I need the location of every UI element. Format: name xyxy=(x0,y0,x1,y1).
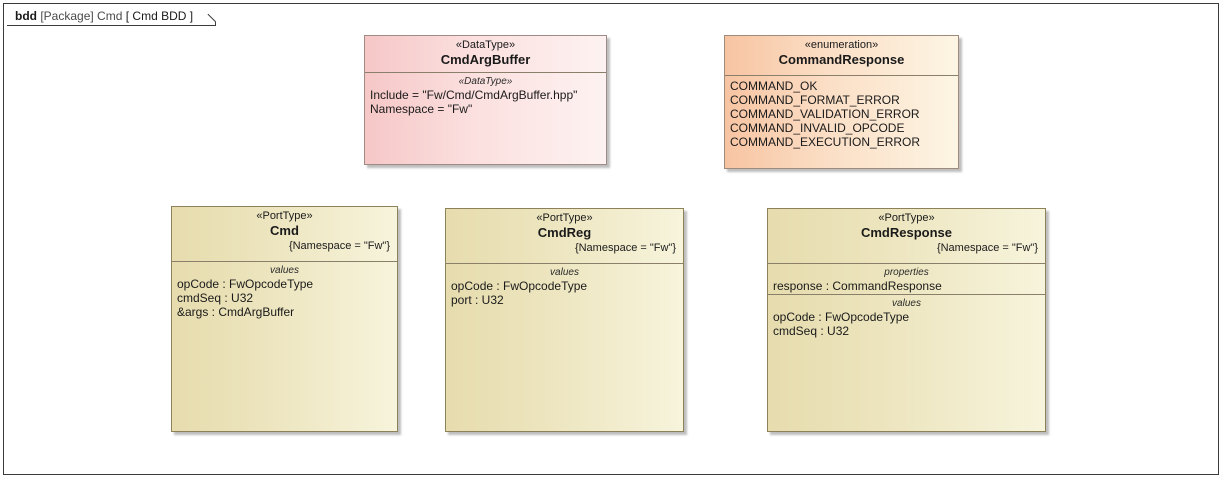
enum-literal-row: COMMAND_INVALID_OPCODE xyxy=(730,121,905,135)
feature-row: Namespace = "Fw" xyxy=(370,102,473,116)
section-label: values xyxy=(892,298,921,309)
block-header-cmdreg: «PortType» CmdReg {Namespace = "Fw"} xyxy=(446,209,683,263)
diagram-frame: bdd [Package] Cmd [ Cmd BDD ] «DataType»… xyxy=(3,3,1219,475)
block-body-cmdargbuffer: «DataType» Include = "Fw/Cmd/CmdArgBuffe… xyxy=(365,72,606,164)
feature-row: cmdSeq : U32 xyxy=(177,291,254,305)
block-cmdargbuffer[interactable]: «DataType» CmdArgBuffer «DataType» Inclu… xyxy=(364,35,607,165)
block-properties-cmdresponse: properties response : CommandResponse xyxy=(768,263,1045,294)
block-name-label: CmdReg xyxy=(537,225,592,240)
feature-row: &args : CmdArgBuffer xyxy=(177,305,295,319)
section-label: «DataType» xyxy=(458,76,513,87)
block-values-cmdreg: values opCode : FwOpcodeType port : U32 xyxy=(446,263,683,431)
block-header-cmdresponse: «PortType» CmdResponse {Namespace = "Fw"… xyxy=(768,209,1045,263)
diagram-frame-label: bdd [Package] Cmd [ Cmd BDD ] xyxy=(7,7,217,26)
block-cmdreg[interactable]: «PortType» CmdReg {Namespace = "Fw"} val… xyxy=(445,208,684,432)
feature-row: port : U32 xyxy=(451,293,504,307)
enum-literal-row: COMMAND_EXECUTION_ERROR xyxy=(730,135,921,149)
section-label: properties xyxy=(884,267,929,278)
block-name-label: CmdArgBuffer xyxy=(440,52,531,67)
block-header-commandresponse: «enumeration» CommandResponse xyxy=(725,36,958,75)
block-header-cmd: «PortType» Cmd {Namespace = "Fw"} xyxy=(172,207,397,261)
stereotype-label: «enumeration» xyxy=(804,39,879,51)
block-name-label: Cmd xyxy=(270,223,299,238)
feature-row: cmdSeq : U32 xyxy=(773,324,850,338)
stereotype-label: «PortType» xyxy=(256,210,313,222)
namespace-constraint-label: {Namespace = "Fw"} xyxy=(288,240,390,252)
stereotype-label: «PortType» xyxy=(536,212,593,224)
block-cmd[interactable]: «PortType» Cmd {Namespace = "Fw"} values… xyxy=(171,206,398,432)
feature-row: opCode : FwOpcodeType xyxy=(177,277,314,291)
stereotype-label: «PortType» xyxy=(878,212,935,224)
block-header-cmdargbuffer: «DataType» CmdArgBuffer xyxy=(365,36,606,72)
diagram-name-label: [ Cmd BDD ] xyxy=(125,9,194,23)
feature-row: opCode : FwOpcodeType xyxy=(451,279,588,293)
block-body-commandresponse: COMMAND_OK COMMAND_FORMAT_ERROR COMMAND_… xyxy=(725,75,958,168)
namespace-constraint-label: {Namespace = "Fw"} xyxy=(574,242,676,254)
stereotype-label: «DataType» xyxy=(455,39,516,51)
block-values-cmdresponse: values opCode : FwOpcodeType cmdSeq : U3… xyxy=(768,294,1045,431)
diagram-kind-label: bdd xyxy=(15,9,37,23)
feature-row: response : CommandResponse xyxy=(773,279,942,293)
enum-literal-row: COMMAND_OK xyxy=(730,79,818,93)
block-name-label: CommandResponse xyxy=(778,52,905,67)
block-values-cmd: values opCode : FwOpcodeType cmdSeq : U3… xyxy=(172,261,397,431)
section-label: values xyxy=(550,267,579,278)
feature-row: opCode : FwOpcodeType xyxy=(773,310,910,324)
enum-literal-row: COMMAND_FORMAT_ERROR xyxy=(730,93,900,107)
enum-literal-row: COMMAND_VALIDATION_ERROR xyxy=(730,107,920,121)
namespace-constraint-label: {Namespace = "Fw"} xyxy=(936,242,1038,254)
feature-row: Include = "Fw/Cmd/CmdArgBuffer.hpp" xyxy=(370,88,578,102)
diagram-scope-label: [Package] Cmd xyxy=(40,9,123,23)
block-commandresponse[interactable]: «enumeration» CommandResponse COMMAND_OK… xyxy=(724,35,959,169)
section-label: values xyxy=(270,265,299,276)
block-cmdresponse[interactable]: «PortType» CmdResponse {Namespace = "Fw"… xyxy=(767,208,1046,432)
block-name-label: CmdResponse xyxy=(860,225,953,240)
